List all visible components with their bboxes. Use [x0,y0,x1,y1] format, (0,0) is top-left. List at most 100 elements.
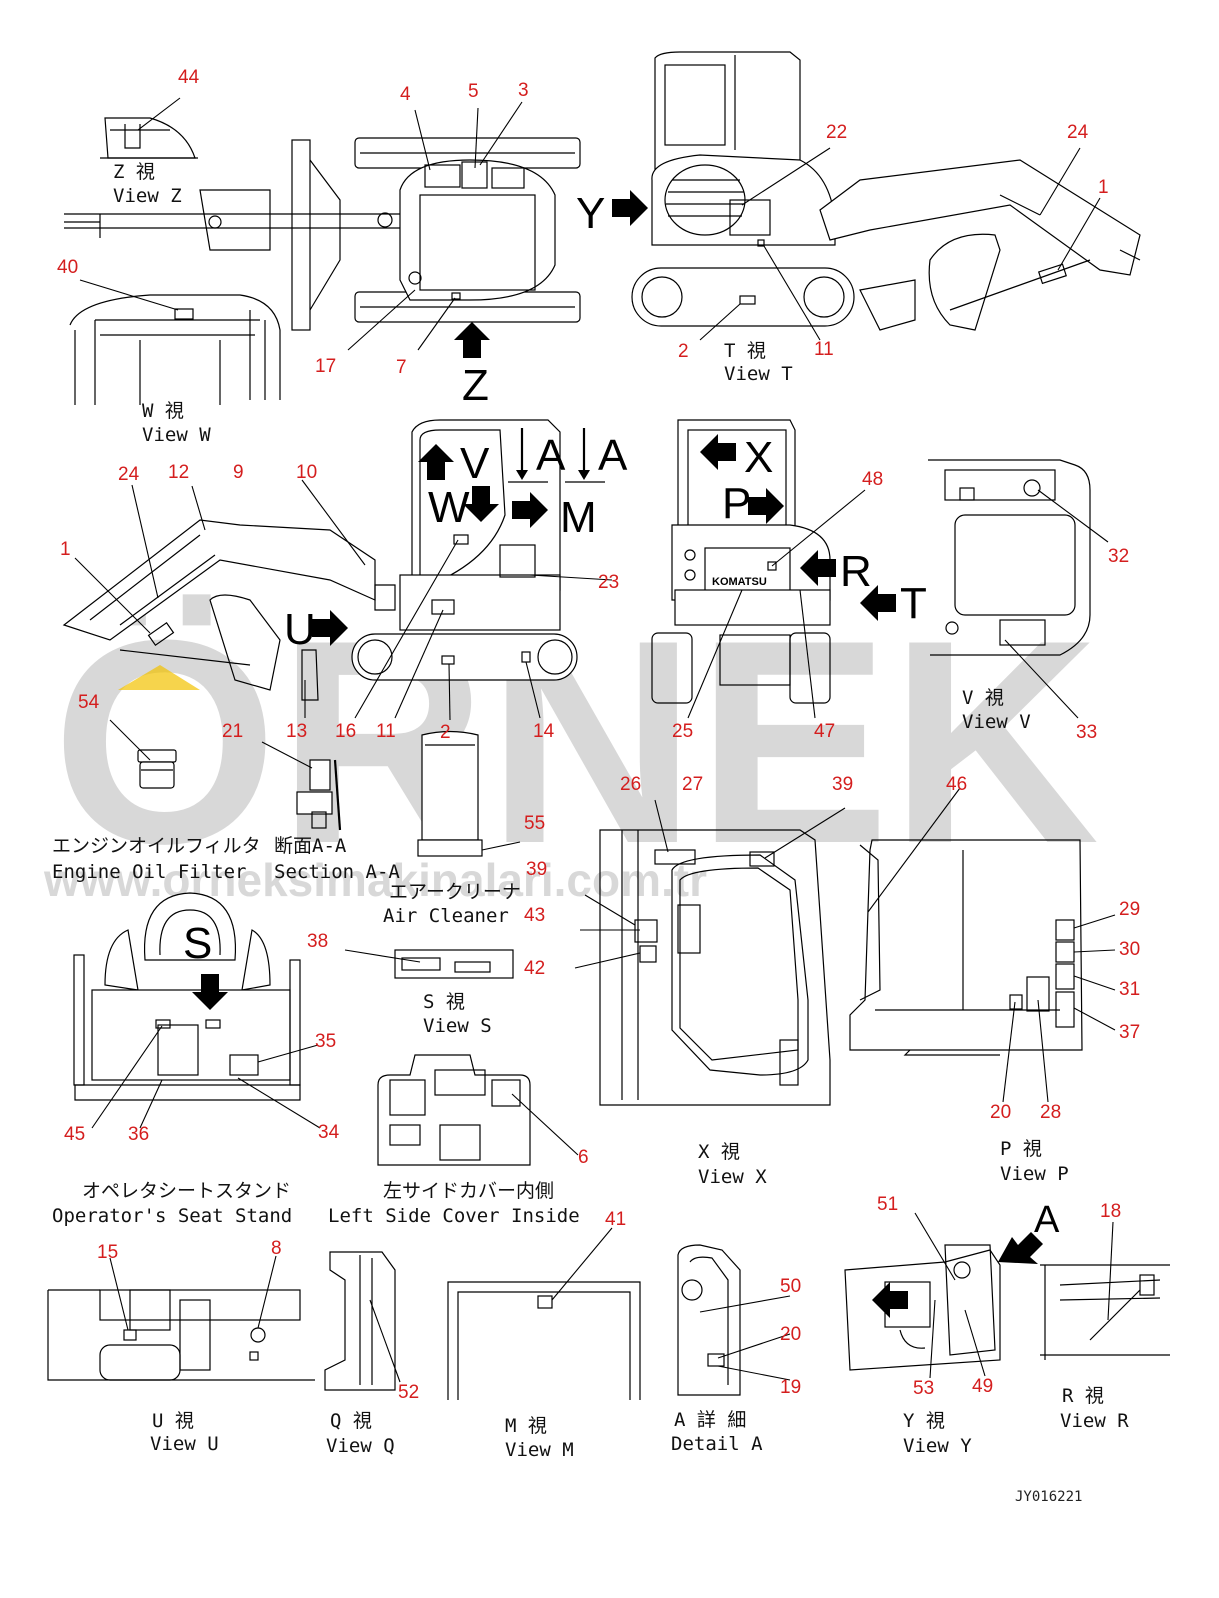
caption-side-cover: Left Side Cover Inside [328,1205,580,1227]
caption-view-x: View X [698,1166,767,1188]
part-number-27: 27 [682,774,703,795]
caption-air-cleaner-jp: エアークリーナ [389,881,521,903]
view-s-arrow-icon [192,974,228,1010]
view-y-arrow-icon [612,190,648,226]
view-v-arrow-icon [463,486,499,522]
side-cover-drawing [377,1054,531,1166]
view-p-arrow-icon [748,488,784,524]
part-number-55: 55 [524,813,545,834]
view-letter-z: Z [462,361,489,410]
part-number-11-top: 11 [814,339,834,360]
part-number-44: 44 [178,67,200,88]
caption-view-z: View Z [113,185,182,207]
view-letter-r: R [840,547,872,596]
caption-view-p-jp: P 視 [1000,1138,1042,1160]
part-number-24-top: 24 [1067,122,1089,143]
caption-oil-filter-jp: エンジンオイルフィルタ [52,835,261,857]
part-number-24-side: 24 [118,464,140,485]
part-number-12: 12 [168,462,189,483]
part-number-3: 3 [518,80,529,101]
view-r-arrow-icon [800,550,836,586]
detail-a-arrow-icon [998,1232,1043,1264]
part-number-39-top: 39 [832,774,853,795]
part-number-23: 23 [598,572,619,593]
caption-view-r-jp: R 視 [1062,1385,1104,1407]
detail-letter-a: A [1034,1199,1060,1241]
caption-view-y-jp: Y 視 [903,1410,945,1432]
part-number-9: 9 [233,462,244,483]
caption-view-s: View S [423,1015,492,1037]
part-number-33: 33 [1076,722,1097,743]
part-number-11-side: 11 [376,721,396,742]
part-number-8: 8 [271,1238,282,1259]
part-number-40: 40 [57,257,78,278]
part-number-46: 46 [946,774,967,795]
part-number-25: 25 [672,721,693,742]
view-letter-y: Y [576,189,605,238]
caption-view-w: View W [142,424,211,446]
part-number-39: 39 [526,859,547,880]
view-u-arrow-icon [312,610,348,646]
part-number-42: 42 [524,958,545,979]
part-number-30: 30 [1119,939,1140,960]
section-arrow-right-icon [578,470,590,480]
part-number-26: 26 [620,774,641,795]
caption-view-m-jp: M 視 [505,1415,547,1437]
section-line-a-a [520,428,586,478]
air-cleaner-drawing [417,730,483,857]
part-number-45: 45 [64,1124,85,1145]
leader-lines [74,97,1116,1383]
view-captions: Z 視 View Z W 視 View W T 視 View T V 視 Vie… [52,161,1129,1461]
view-x-drawing [599,829,831,1106]
caption-section-aa-jp: 断面A-A [274,835,347,857]
view-y-drawing [844,1244,1001,1371]
part-number-21: 21 [222,721,243,742]
part-number-53: 53 [913,1378,934,1399]
caption-detail-a-jp: A 詳 細 [674,1409,746,1431]
view-y-arrow-icon [872,1282,908,1318]
part-number-48: 48 [862,469,883,490]
part-number-20-a: 20 [780,1324,801,1345]
caption-view-z-jp: Z 視 [113,161,155,183]
part-number-22: 22 [826,122,847,143]
caption-seat-stand-jp: オペレタシートスタンド [82,1180,291,1202]
view-t-arrow-icon [860,585,896,621]
part-number-7: 7 [396,357,407,378]
part-number-52: 52 [398,1382,419,1403]
view-letter-m: M [560,493,597,542]
part-number-35: 35 [315,1031,336,1052]
view-letter-v: V [460,439,490,488]
caption-section-aa: Section A-A [274,861,400,883]
part-number-1-side: 1 [60,539,71,560]
part-number-28: 28 [1040,1102,1061,1123]
part-number-43: 43 [524,905,545,926]
view-letter-x: X [744,433,773,482]
section-aa-drawing [296,759,342,831]
caption-view-u: View U [150,1433,219,1455]
caption-view-t-jp: T 視 [724,340,766,362]
part-number-6: 6 [578,1147,589,1168]
view-t-drawing [631,51,1141,331]
caption-view-u-jp: U 視 [152,1410,194,1432]
caption-view-q: View Q [326,1435,395,1457]
view-z-drawing [100,117,198,159]
caption-side-cover-jp: 左サイドカバー内側 [383,1180,554,1202]
caption-seat-stand: Operator's Seat Stand [52,1205,292,1227]
part-number-19: 19 [780,1377,801,1398]
top-view-drawing [64,137,581,331]
view-letter-t: T [900,579,927,628]
section-arrow-left-icon [516,470,528,480]
caption-detail-a: Detail A [671,1433,763,1455]
caption-view-p: View P [1000,1163,1069,1185]
caption-view-w-jp: W 視 [142,400,184,422]
part-number-2-top: 2 [678,341,689,362]
part-number-49: 49 [972,1376,993,1397]
section-letter-a-right: A [598,431,628,480]
komatsu-logo: KOMATSU [712,576,767,588]
view-m-drawing [447,1281,641,1400]
caption-view-v: View V [962,711,1031,733]
watermark-brand: ÖRNEK [52,580,1099,904]
rear-view-drawing: KOMATSU [651,419,831,704]
part-number-13: 13 [286,721,307,742]
